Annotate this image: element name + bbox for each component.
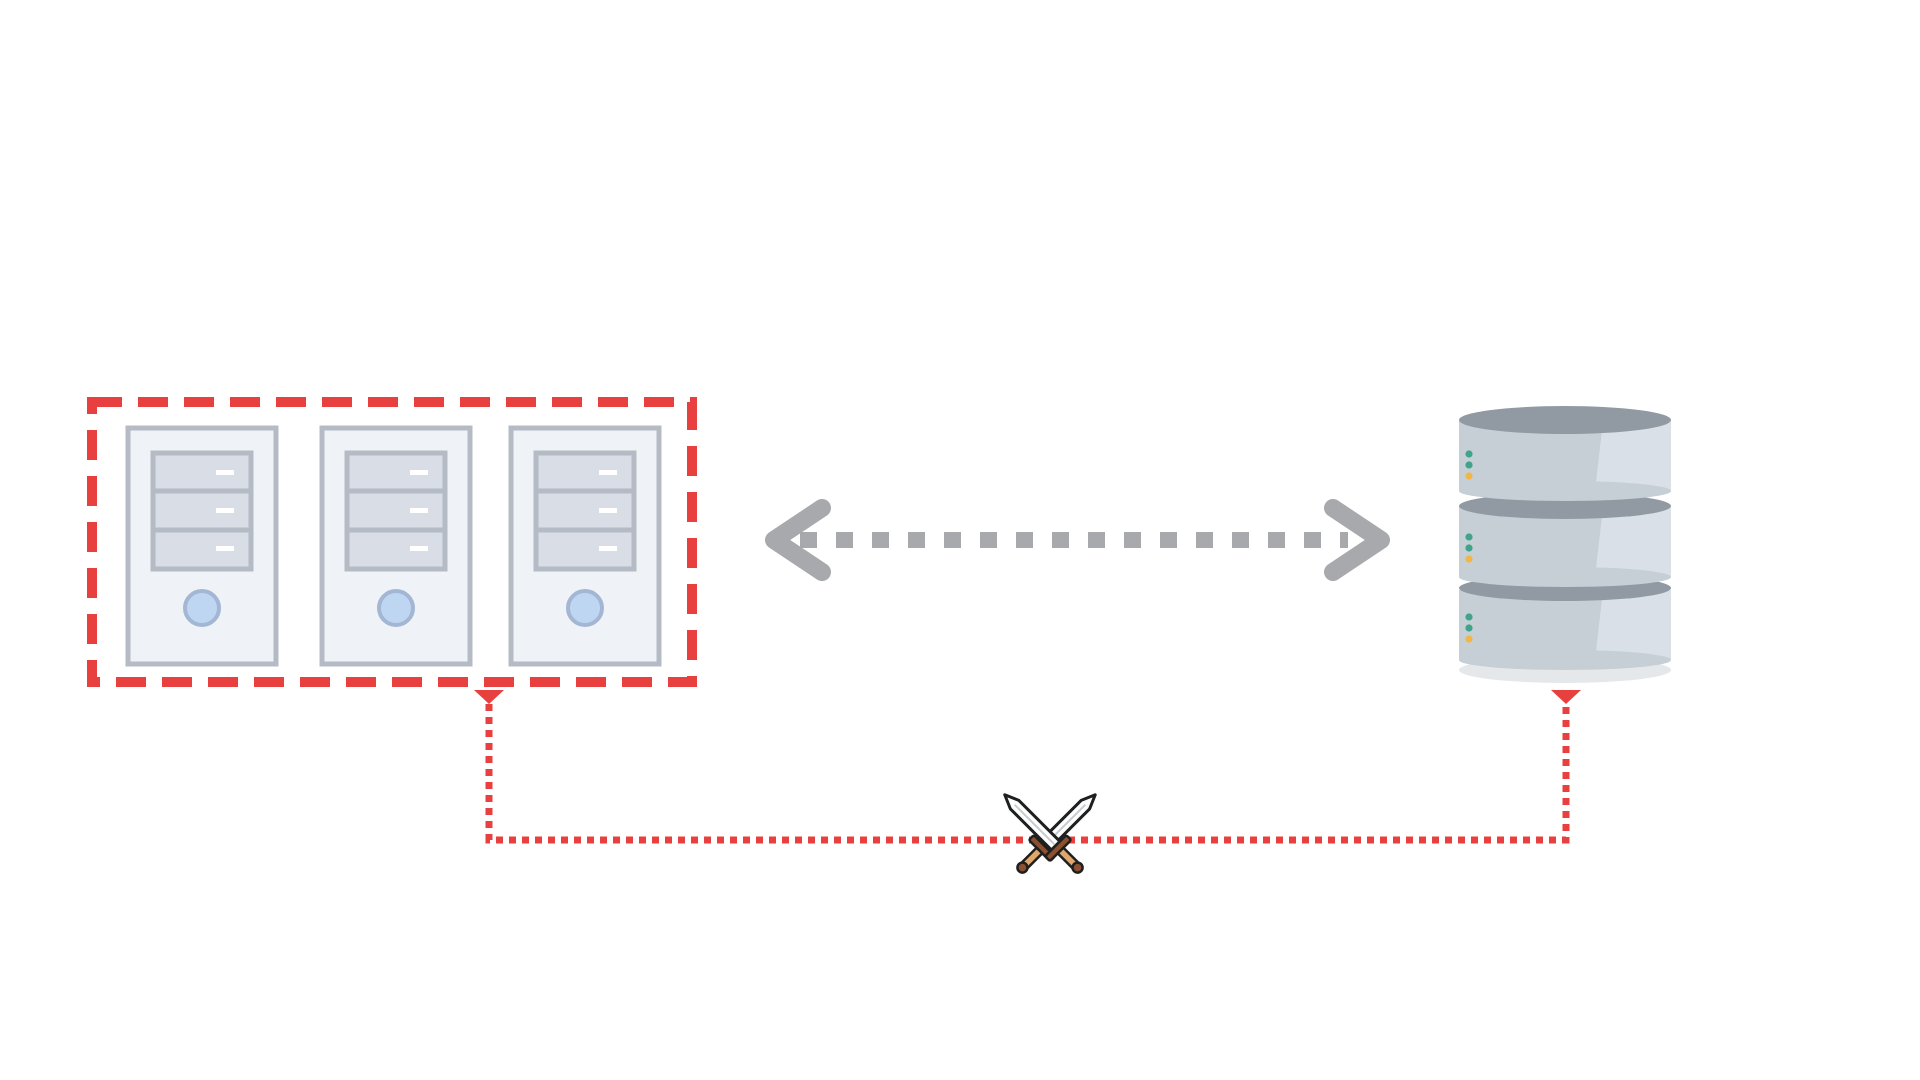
server-tower-icon — [125, 425, 279, 667]
server-group-boundary — [87, 397, 697, 687]
database-cylinder-icon — [1459, 406, 1671, 683]
server-3 — [508, 425, 662, 667]
arrow-left-icon — [765, 499, 831, 581]
conflict-connector — [474, 690, 1581, 844]
server-2 — [319, 425, 473, 667]
bidirectional-connector — [765, 499, 1390, 581]
conflict-marker-left — [474, 690, 504, 704]
server-tower-icon — [319, 425, 473, 667]
server-1 — [125, 425, 279, 667]
database-status-leds — [1465, 450, 1473, 643]
conflict-marker-right — [1551, 690, 1581, 704]
conflict-dotted-path — [485, 704, 1570, 844]
arrow-right-icon — [1324, 499, 1390, 581]
database — [1459, 406, 1671, 683]
server-tower-icon — [508, 425, 662, 667]
crossed-swords-icon — [1003, 793, 1097, 874]
